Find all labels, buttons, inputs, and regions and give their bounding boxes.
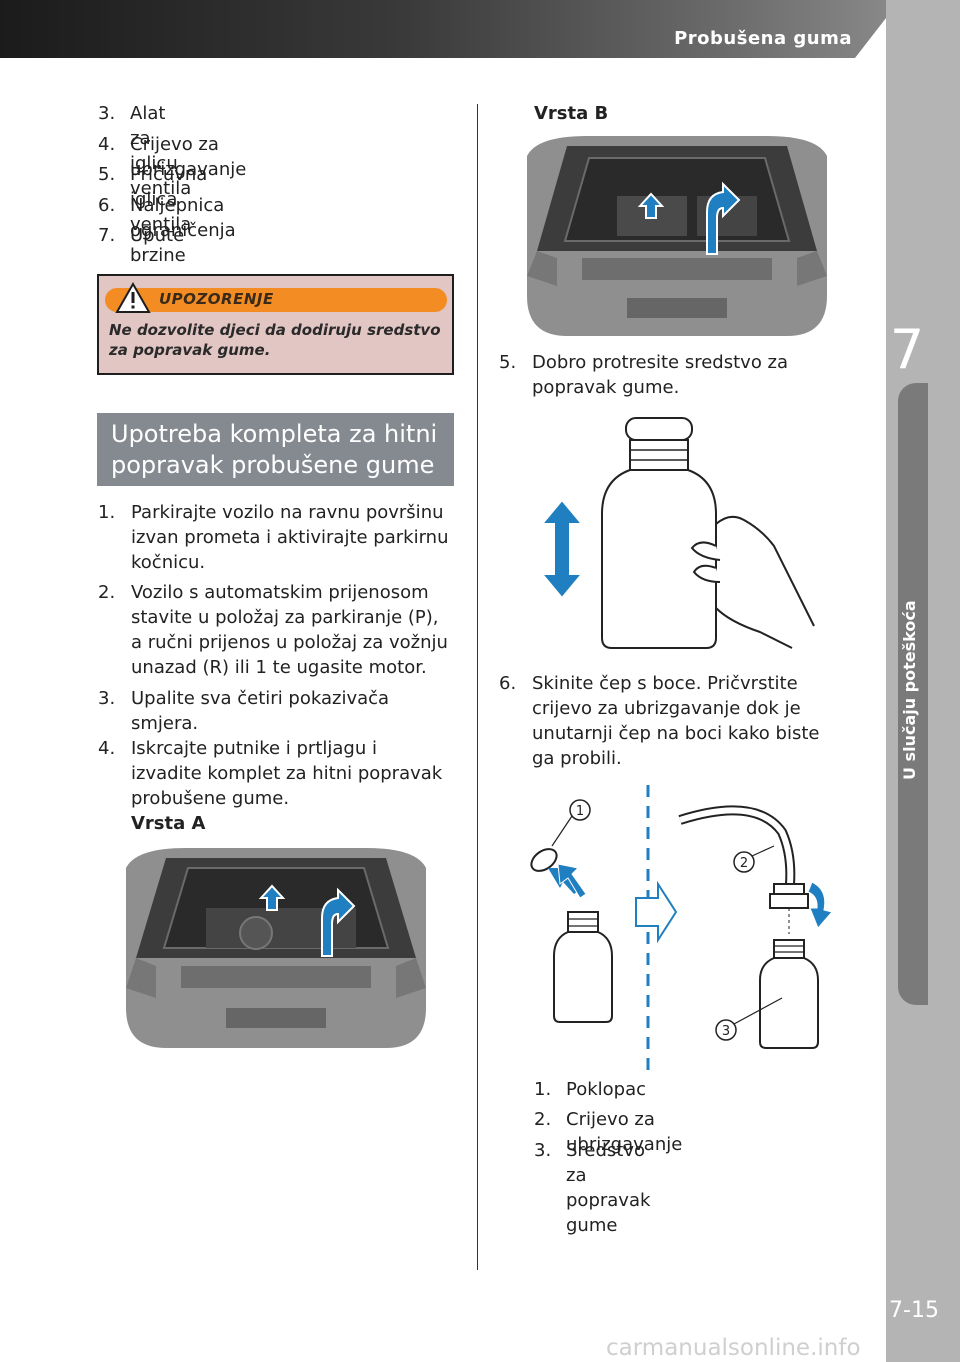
warning-text: Ne dozvolite djeci da dodiruju sredstvo … bbox=[109, 321, 441, 359]
list-item-number: 3. bbox=[534, 1140, 552, 1161]
section-title: Upotreba kompleta za hitni popravak prob… bbox=[111, 420, 438, 479]
step-number: 3. bbox=[98, 688, 116, 709]
step-item: 6. Skinite čep s boce. Pričvrstite crije… bbox=[499, 671, 859, 771]
trunk-type-b-illustration bbox=[527, 136, 827, 336]
step-text: Upalite sva četiri pokazivača smjera. bbox=[131, 688, 390, 734]
chapter-tab[interactable] bbox=[898, 383, 928, 1005]
list-item-label: Poklopac bbox=[566, 1079, 647, 1100]
chapter-number: 7 bbox=[889, 318, 925, 381]
step-number: 5. bbox=[499, 352, 517, 373]
warning-triangle-icon bbox=[115, 282, 151, 313]
step-text: Skinite čep s boce. Pričvrstite crijevo … bbox=[532, 673, 820, 769]
list-item-label: Upute bbox=[130, 225, 185, 246]
list-item-label: Crijevo za ubrizgavanje bbox=[130, 134, 247, 180]
step-item: 4. Iskrcajte putnike i prtljagu i izvadi… bbox=[98, 736, 458, 811]
running-header-title: Probušena guma bbox=[674, 28, 852, 49]
callout-3: 3 bbox=[722, 1024, 730, 1039]
bottle-shake-illustration bbox=[539, 417, 815, 649]
list-item-label: Alat za iglicu ventila bbox=[130, 103, 192, 199]
step-text: Parkirajte vozilo na ravnu površinu izva… bbox=[131, 502, 449, 573]
page-number: 7-15 bbox=[889, 1298, 939, 1323]
step-item: 5. Dobro protresite sredstvo za popravak… bbox=[499, 350, 859, 400]
watermark: carmanualsonline.info bbox=[606, 1335, 861, 1361]
list-item-label: Pričuvna iglica ventila bbox=[130, 164, 208, 235]
list-item-number: 7. bbox=[98, 225, 116, 246]
type-a-label: Vrsta A bbox=[131, 813, 206, 834]
list-item-number: 1. bbox=[534, 1079, 552, 1100]
step-text: Dobro protresite sredstvo za popravak gu… bbox=[532, 352, 789, 398]
step-number: 2. bbox=[98, 582, 116, 603]
list-item-number: 2. bbox=[534, 1109, 552, 1130]
step-number: 4. bbox=[98, 738, 116, 759]
header-bar bbox=[0, 0, 900, 58]
column-divider bbox=[477, 104, 478, 1270]
list-item-number: 3. bbox=[98, 103, 116, 124]
list-item-number: 5. bbox=[98, 164, 116, 185]
list-item-number: 4. bbox=[98, 134, 116, 155]
step-item: 3. Upalite sva četiri pokazivača smjera. bbox=[98, 686, 458, 736]
chapter-name-text: U slučaju poteškoća bbox=[900, 600, 919, 780]
callout-2: 2 bbox=[740, 856, 748, 871]
type-b-label: Vrsta B bbox=[534, 103, 609, 124]
step-text: Iskrcajte putnike i prtljagu i izvadite … bbox=[131, 738, 443, 809]
cap-hose-illustration: 1 2 3 bbox=[530, 785, 833, 1070]
list-item-label: Naljepnica ograničenja brzine bbox=[130, 195, 236, 266]
list-item-label: Crijevo za ubrizgavanje bbox=[566, 1109, 683, 1155]
step-text: Vozilo s automatskim prijenosom stavite … bbox=[131, 582, 448, 678]
trunk-type-a-illustration bbox=[126, 848, 426, 1048]
list-item-label: Sredstvo za popravak gume bbox=[566, 1140, 651, 1236]
list-item-number: 6. bbox=[98, 195, 116, 216]
step-item: 2. Vozilo s automatskim prijenosom stavi… bbox=[98, 580, 458, 680]
callout-1: 1 bbox=[576, 804, 584, 819]
warning-pill bbox=[105, 288, 447, 312]
step-item: 1. Parkirajte vozilo na ravnu površinu i… bbox=[98, 500, 458, 575]
section-heading: Upotreba kompleta za hitni popravak prob… bbox=[97, 413, 454, 486]
step-number: 1. bbox=[98, 502, 116, 523]
warning-title: UPOZORENJE bbox=[159, 290, 274, 308]
step-number: 6. bbox=[499, 673, 517, 694]
warning-box: UPOZORENJE Ne dozvolite djeci da dodiruj… bbox=[97, 274, 454, 375]
